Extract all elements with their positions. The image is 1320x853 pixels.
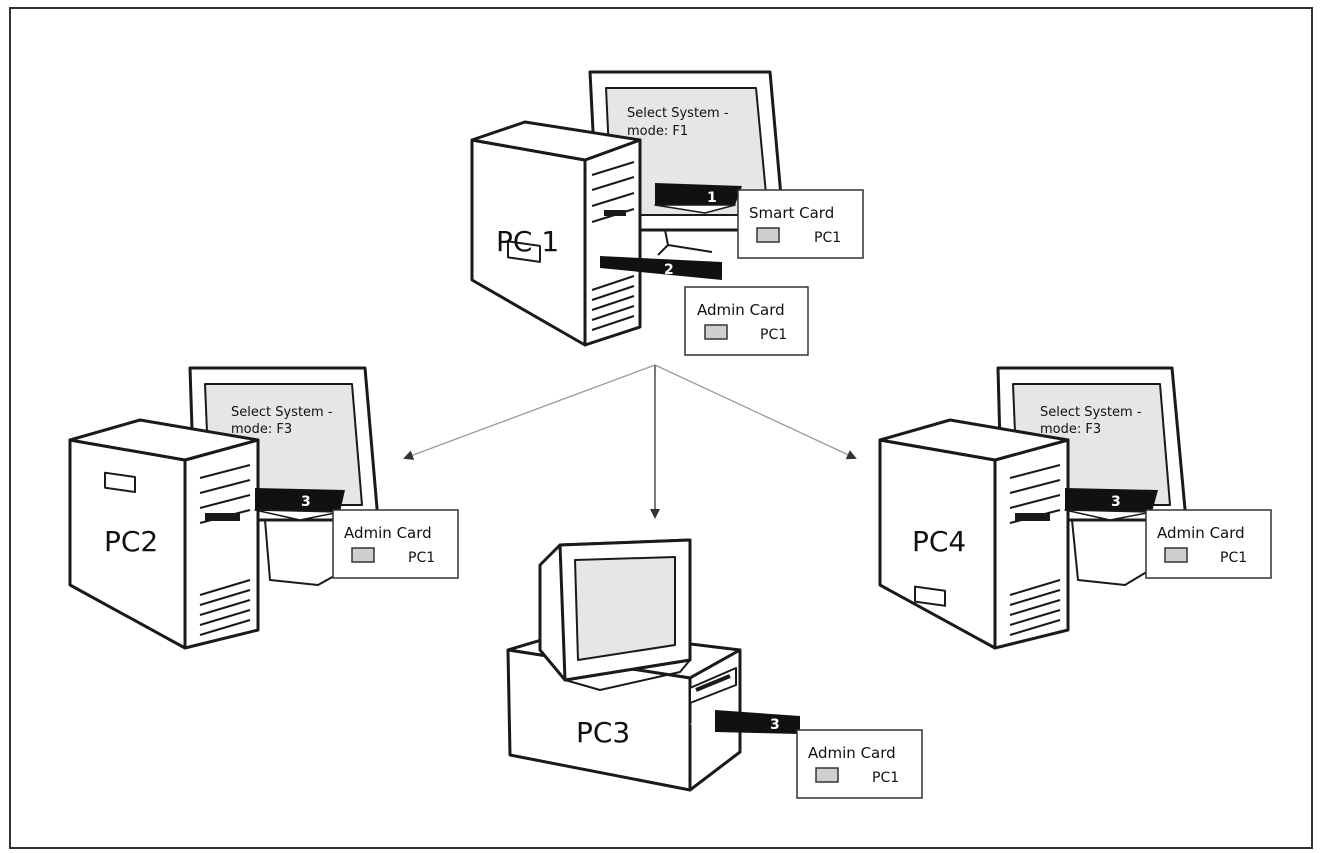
pc1-smart-card-title: Smart Card xyxy=(749,204,834,222)
pc1-admin-card: Admin Card PC1 xyxy=(684,286,809,356)
pc1-tower: PC 1 xyxy=(470,120,642,347)
pc3-arrow-number: 3 xyxy=(770,717,780,733)
pc2-tower: PC2 xyxy=(68,418,260,650)
pc1-group: Select System - mode: F1 PC 1 1 2 xyxy=(470,70,786,347)
pc1-screen-line2: mode: F1 xyxy=(627,124,688,139)
pc2-arrow-step-3: 3 xyxy=(254,488,345,521)
pc4-group: Select System - mode: F3 PC4 3 xyxy=(878,366,1188,650)
pc2-admin-card-title: Admin Card xyxy=(344,524,432,542)
pc3-group: PC3 3 xyxy=(506,538,800,792)
pc4-label: PC4 xyxy=(912,525,966,558)
pc2-screen-line2: mode: F3 xyxy=(231,422,292,437)
pc1-smart-card-owner: PC1 xyxy=(814,230,841,246)
diagram-border xyxy=(9,7,1313,849)
pc3-admin-card: Admin Card PC1 xyxy=(796,729,923,799)
pc4-admin-card: Admin Card PC1 xyxy=(1145,509,1272,579)
pc2-label: PC2 xyxy=(104,525,158,558)
card-chip-icon xyxy=(351,547,375,563)
pc1-arrow1-number: 1 xyxy=(707,190,717,206)
distribution-connectors xyxy=(403,364,857,519)
pc1-arrow2-number: 2 xyxy=(664,262,674,278)
connector-to-pc2 xyxy=(403,364,656,460)
card-chip-icon xyxy=(756,227,780,243)
pc3-arrow-step-3: 3 xyxy=(690,710,800,734)
pc1-arrow-step-2: 2 xyxy=(590,256,722,280)
card-chip-icon xyxy=(1164,547,1188,563)
pc3-admin-card-owner: PC1 xyxy=(872,770,899,786)
pc1-admin-card-title: Admin Card xyxy=(697,301,785,319)
pc4-screen-line1: Select System - xyxy=(1040,405,1142,420)
pc1-screen-line1: Select System - xyxy=(627,106,729,121)
pc1-smart-card: Smart Card PC1 xyxy=(737,189,864,259)
pc4-admin-card-owner: PC1 xyxy=(1220,550,1247,566)
card-chip-icon xyxy=(704,324,728,340)
pc2-arrow-number: 3 xyxy=(301,494,311,510)
pc1-label: PC 1 xyxy=(496,225,559,258)
pc1-admin-card-owner: PC1 xyxy=(760,327,787,343)
pc4-admin-card-title: Admin Card xyxy=(1157,524,1245,542)
pc2-admin-card-owner: PC1 xyxy=(408,550,435,566)
pc2-group: Select System - mode: F3 PC2 3 xyxy=(68,366,380,650)
pc4-arrow-number: 3 xyxy=(1111,494,1121,510)
pc2-screen-line1: Select System - xyxy=(231,405,333,420)
pc3-label: PC3 xyxy=(576,716,630,749)
card-chip-icon xyxy=(815,767,839,783)
pc4-arrow-step-3: 3 xyxy=(1064,488,1158,521)
pc3-admin-card-title: Admin Card xyxy=(808,744,896,762)
pc4-screen-line2: mode: F3 xyxy=(1040,422,1101,437)
pc3-crt-monitor xyxy=(538,538,692,691)
pc4-tower: PC4 xyxy=(878,418,1070,650)
pc1-arrow-step-1: 1 xyxy=(654,183,742,214)
connector-to-pc4 xyxy=(654,364,857,460)
pc2-admin-card: Admin Card PC1 xyxy=(332,509,459,579)
